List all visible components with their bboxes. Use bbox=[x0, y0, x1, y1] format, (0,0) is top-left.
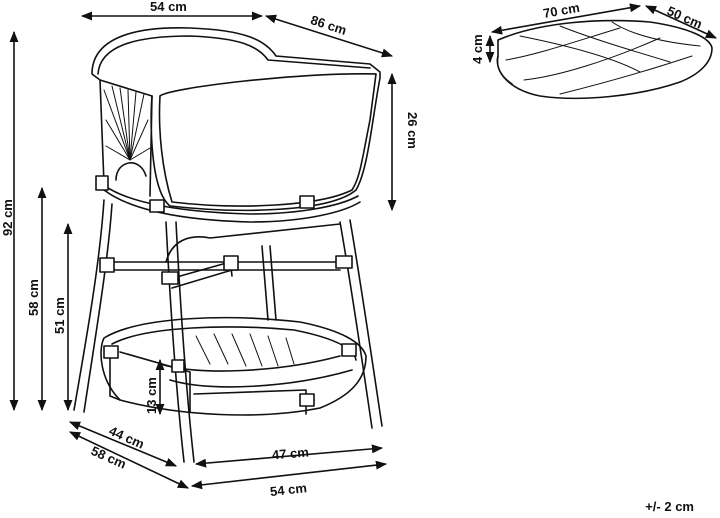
rattan-chair-illustration bbox=[73, 27, 383, 463]
label-inner-depth: 44 cm bbox=[107, 423, 147, 452]
label-total-height: 92 cm bbox=[0, 199, 15, 236]
lower-shelf bbox=[100, 316, 367, 416]
label-base-depth: 58 cm bbox=[89, 443, 129, 472]
label-seat-height: 58 cm bbox=[26, 279, 41, 316]
label-chair-width-top: 54 cm bbox=[150, 0, 187, 14]
label-backrest-height: 26 cm bbox=[405, 112, 420, 149]
label-inner-width: 47 cm bbox=[271, 444, 309, 462]
label-shelf-height: 13 cm bbox=[144, 377, 159, 414]
label-armrest-lower-height: 51 cm bbox=[52, 297, 67, 334]
seat-cushion-illustration bbox=[496, 19, 713, 100]
label-cushion-width: 70 cm bbox=[542, 0, 581, 21]
tolerance-note: +/- 2 cm bbox=[645, 499, 694, 514]
binding-wraps bbox=[95, 175, 357, 407]
dimension-lines bbox=[9, 3, 718, 490]
label-base-width: 54 cm bbox=[269, 480, 307, 499]
sunburst-panel bbox=[99, 79, 153, 197]
label-cushion-thickness: 4 cm bbox=[470, 34, 485, 64]
label-chair-depth-top: 86 cm bbox=[309, 12, 349, 38]
